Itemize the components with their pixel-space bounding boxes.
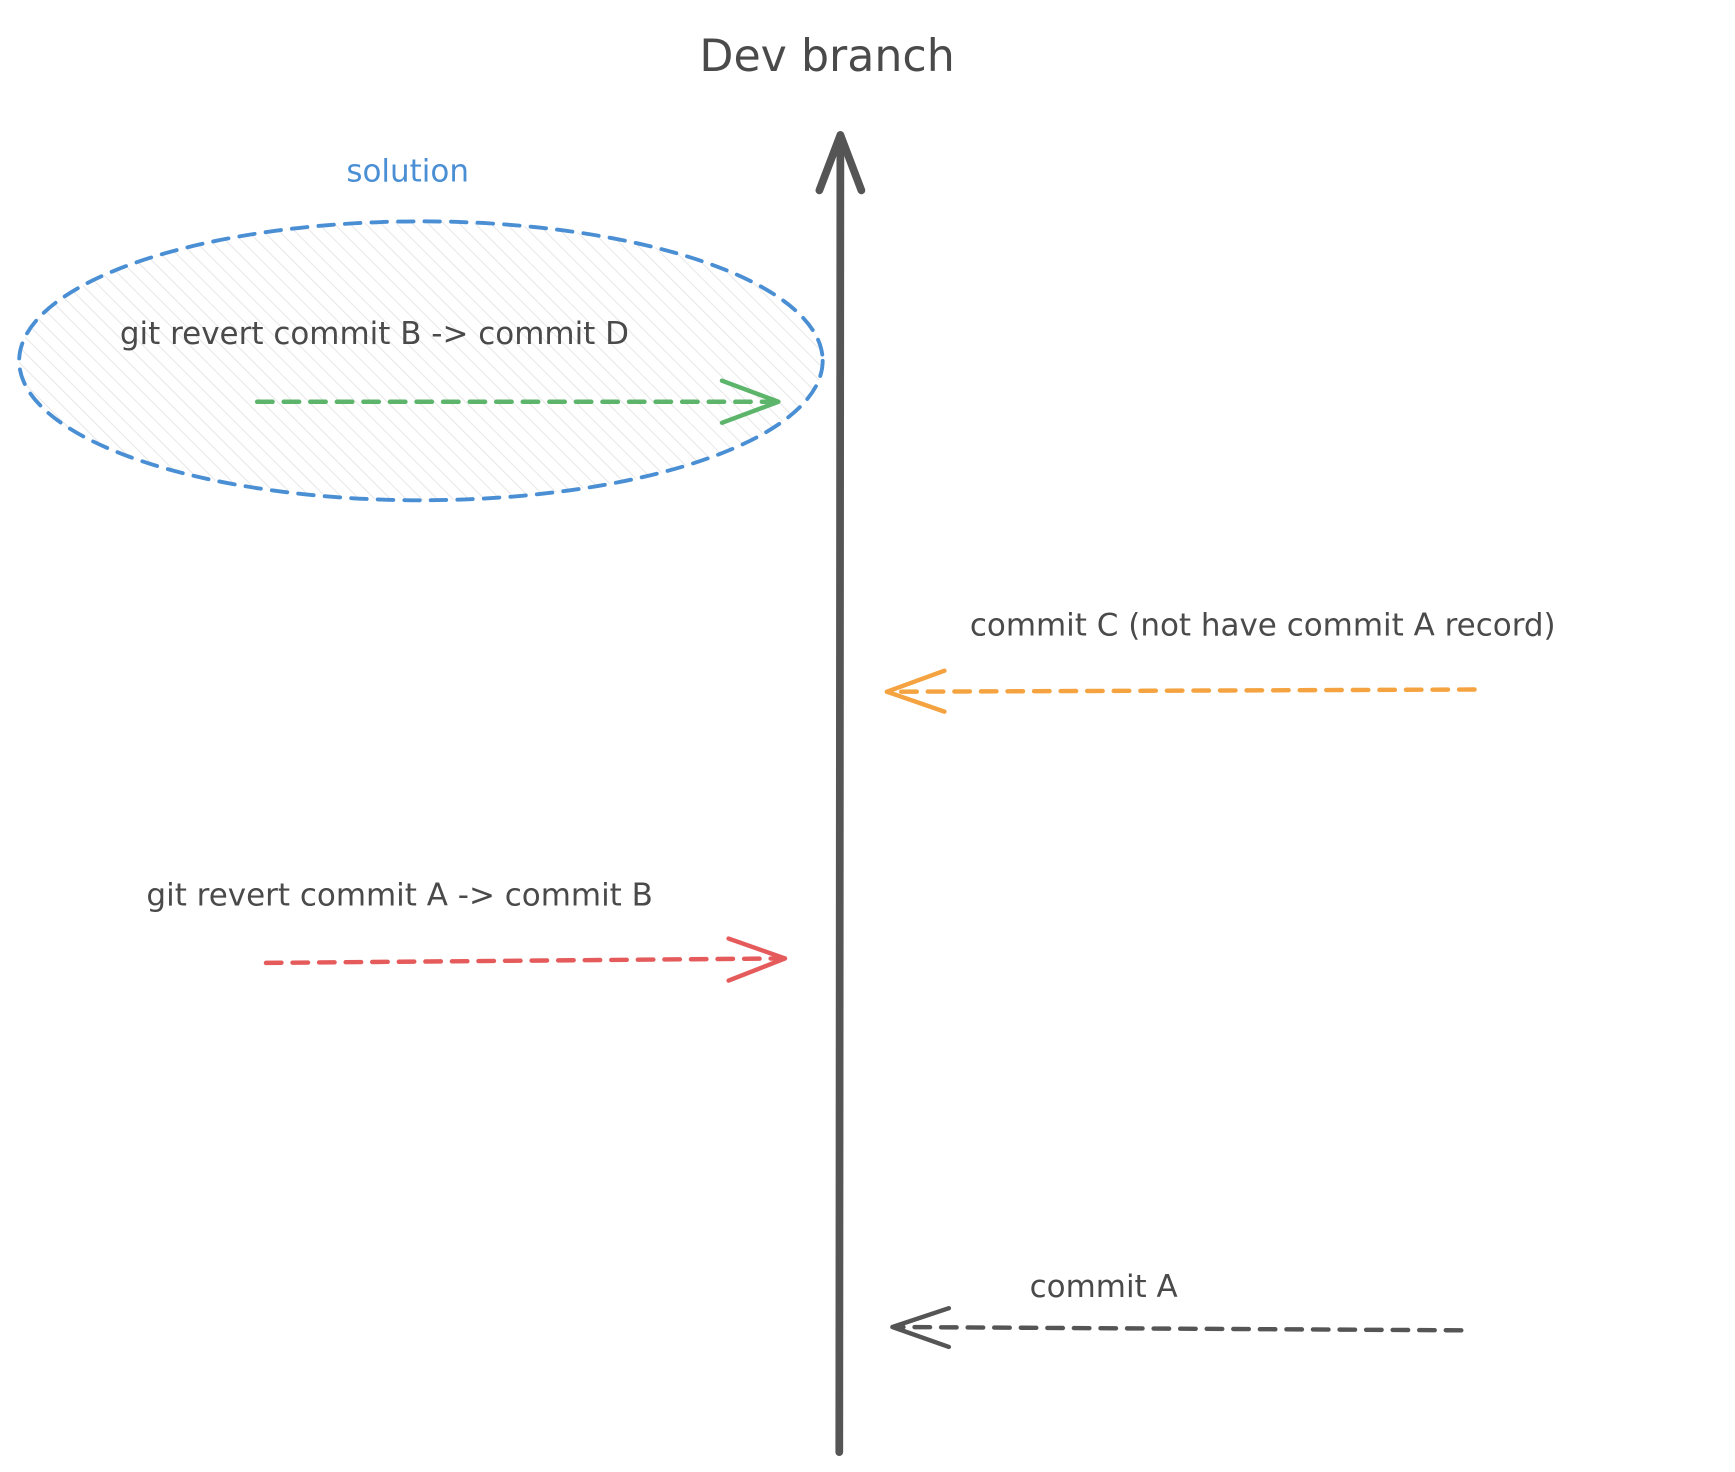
solution-label: solution <box>346 154 469 190</box>
revert-b-arrow <box>254 378 781 425</box>
commit-c-label: commit C (not have commit A record) <box>970 607 1556 643</box>
diagram-title: Dev branch <box>699 31 954 82</box>
revert-b-label: git revert commit B -> commit D <box>120 316 629 352</box>
commit-c-arrow <box>884 668 1477 714</box>
revert-a-arrow <box>263 936 788 983</box>
commit-a-label: commit A <box>1030 1269 1178 1305</box>
dev-branch-arrow <box>815 131 866 1456</box>
solution-ellipse <box>17 219 825 503</box>
revert-a-label: git revert commit A -> commit B <box>146 877 653 913</box>
commit-a-arrow <box>890 1305 1464 1350</box>
